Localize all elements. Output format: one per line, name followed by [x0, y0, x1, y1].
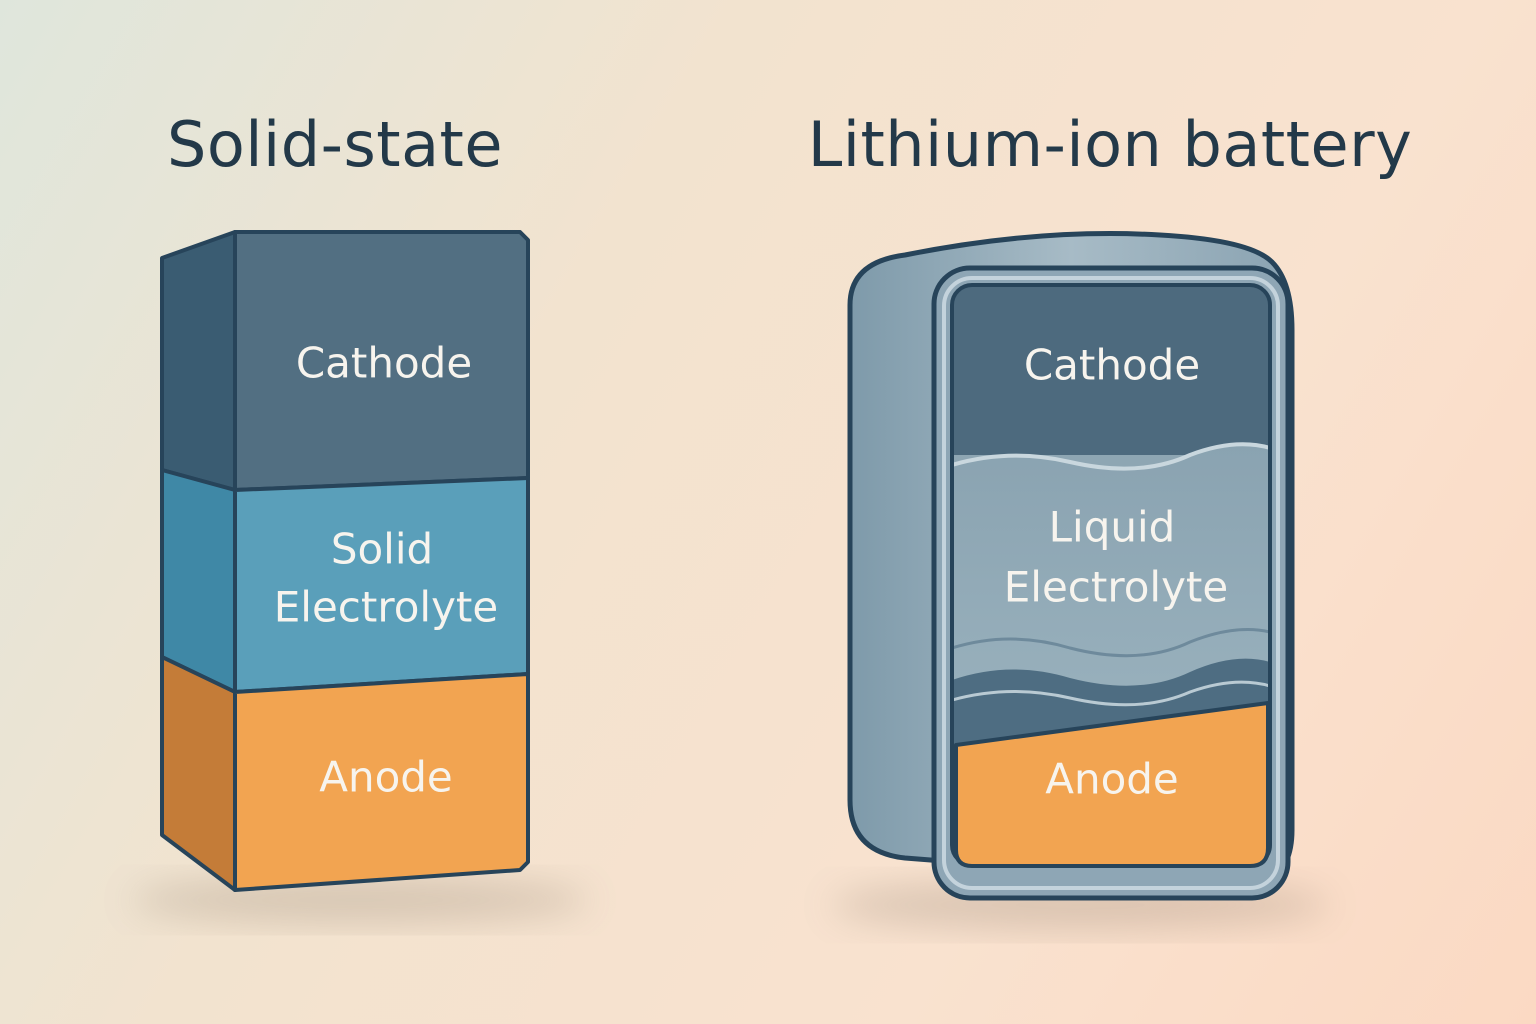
liion-cathode-label: Cathode [1024, 341, 1200, 390]
liion-anode-layer [954, 701, 1270, 868]
liion-electrolyte-label-line2: Electrolyte [1004, 563, 1228, 612]
solid-cathode-label: Cathode [296, 339, 472, 388]
liion-electrolyte-lower-wave-line-2 [952, 628, 1270, 658]
solid-anode-label: Anode [319, 753, 453, 802]
solid-electrolyte-side [160, 468, 237, 694]
solid-anode-side [160, 655, 237, 892]
liion-electrolyte-lower-wave-line [952, 680, 1270, 707]
liion-electrolyte-surface-wave [952, 442, 1270, 471]
solid-cathode-layer [233, 230, 530, 492]
solid-state-shadow [130, 878, 590, 922]
solid-cathode-side [160, 230, 237, 492]
lithium-ion-title: Lithium-ion battery [807, 108, 1413, 181]
solid-electrolyte-label-line1: Solid [331, 525, 433, 574]
liion-anode-label: Anode [1045, 755, 1179, 804]
solid-anode-layer [233, 672, 530, 892]
liion-electrolyte-label-line1: Liquid [1049, 503, 1176, 552]
liion-liquid-electrolyte-layer [952, 444, 1270, 700]
casing-highlight [942, 276, 1280, 890]
lithium-ion-battery: Cathode Liquid Electrolyte Anode [830, 231, 1330, 929]
solid-electrolyte-label-line2: Electrolyte [274, 583, 498, 632]
solid-state-battery: Cathode Solid Electrolyte Anode [130, 230, 590, 922]
liion-cathode-layer [952, 285, 1270, 455]
solid-state-title: Solid-state [166, 108, 504, 181]
